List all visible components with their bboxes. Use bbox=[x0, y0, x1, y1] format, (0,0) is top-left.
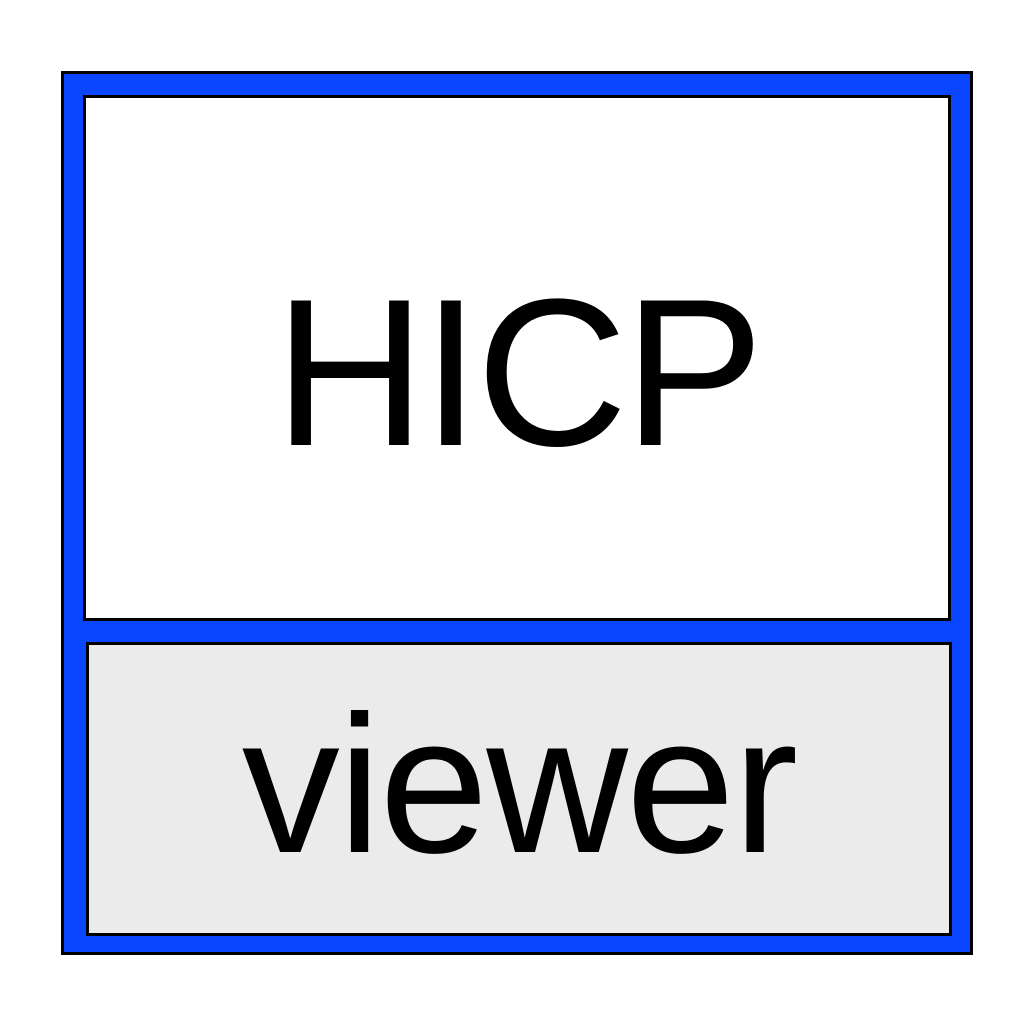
logo-subtitle: viewer bbox=[241, 675, 798, 894]
hicp-viewer-logo: HICP viewer bbox=[61, 71, 973, 955]
logo-subtitle-panel: viewer bbox=[86, 642, 952, 936]
logo-title-panel: HICP bbox=[83, 95, 951, 621]
logo-title: HICP bbox=[274, 255, 764, 490]
